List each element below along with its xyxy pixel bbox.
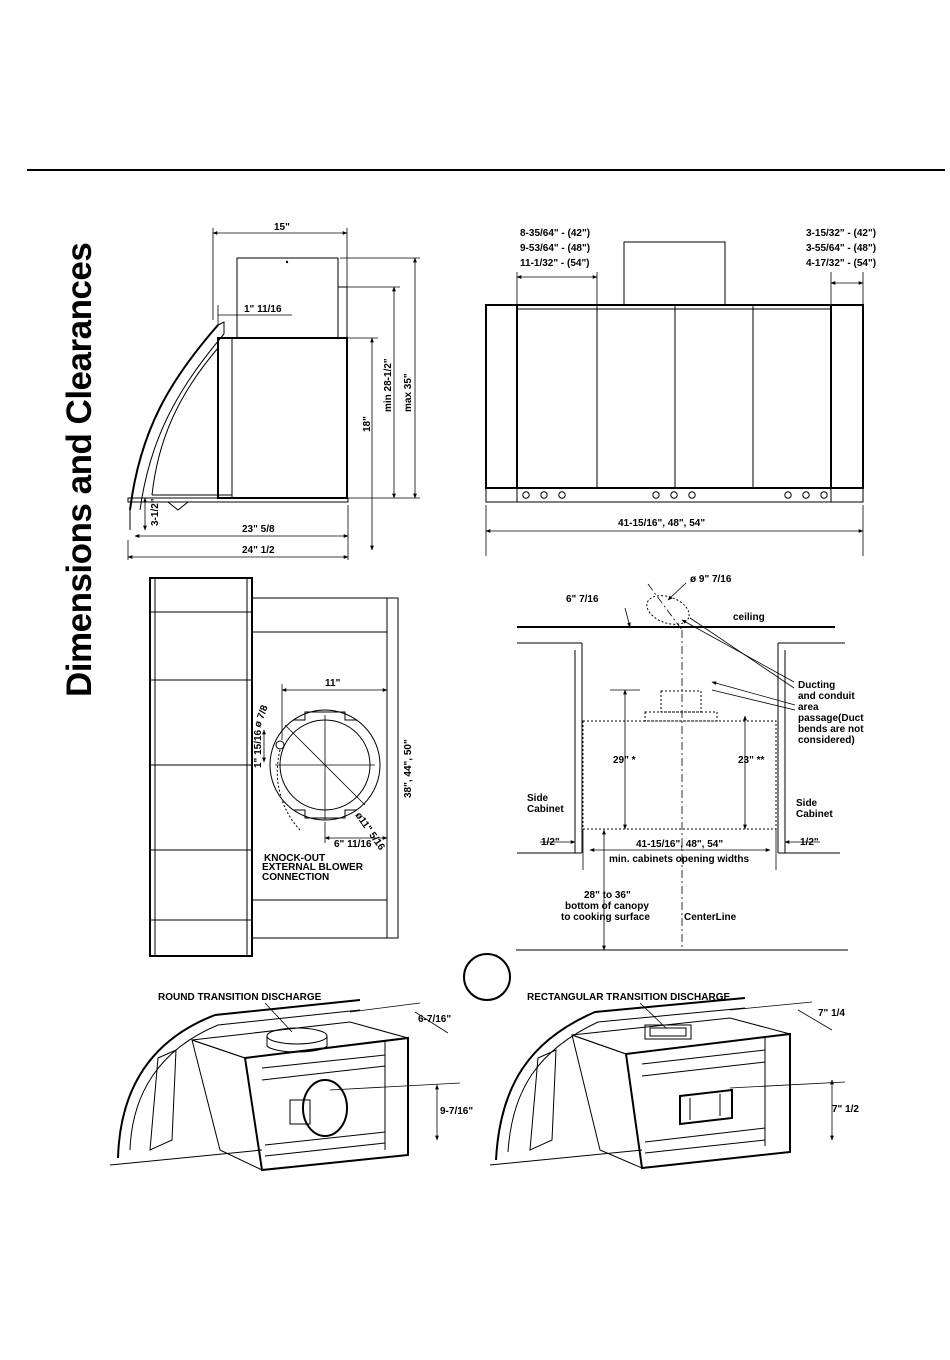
knockout-line-1: KNOCK-OUT bbox=[264, 853, 325, 864]
dim-round-side: 9-7/16" bbox=[440, 1106, 473, 1117]
dim-offset-6-11-16: 6" 11/16 bbox=[334, 839, 372, 850]
dim-blower-offset: 1" 11/16 bbox=[244, 304, 282, 315]
installation-drawing bbox=[516, 582, 848, 951]
round-discharge-label: ROUND TRANSITION DISCHARGE bbox=[158, 992, 322, 1003]
dim-left-offset-42: 8-35/64" - (42") bbox=[520, 228, 590, 239]
ducting-line-2: and conduit bbox=[798, 691, 855, 702]
page-number-badge bbox=[463, 953, 511, 1001]
dim-rect-side: 7" 1/2 bbox=[832, 1104, 859, 1115]
dim-depth-outer: 24" 1/2 bbox=[242, 545, 275, 556]
canopy-line-3: to cooking surface bbox=[561, 912, 650, 923]
dim-hood-height: 18" bbox=[362, 416, 373, 432]
front-view-drawing bbox=[485, 241, 864, 556]
dim-height-23: 23" ** bbox=[738, 755, 765, 766]
dim-duct-offset: 6" 7/16 bbox=[566, 594, 599, 605]
side-cabinet-right-1: Side bbox=[796, 798, 818, 809]
dim-side-width-top: 15" bbox=[274, 222, 290, 233]
ducting-line-6: considered) bbox=[798, 735, 855, 746]
dim-duct-diameter: ø 9" 7/16 bbox=[690, 574, 732, 585]
ducting-line-5: bends are not bbox=[798, 724, 864, 735]
side-cabinet-left-2: Cabinet bbox=[527, 804, 564, 815]
dim-lip-height: 3-1/2" bbox=[150, 498, 161, 526]
knockout-line-3: CONNECTION bbox=[262, 872, 329, 883]
dim-half-right: 1/2" bbox=[800, 837, 819, 848]
dim-left-offset-54: 11-1/32" - (54") bbox=[520, 258, 590, 269]
dim-top-widths: 38", 44", 50" bbox=[403, 739, 414, 798]
side-view-drawing bbox=[127, 228, 420, 560]
header-rule bbox=[27, 169, 945, 171]
dim-height-29: 29" * bbox=[613, 755, 636, 766]
dim-rect-top: 7" 1/4 bbox=[818, 1008, 845, 1019]
ducting-line-3: area bbox=[798, 702, 819, 713]
dim-install-widths: 41-15/16", 48", 54" bbox=[636, 839, 723, 850]
dim-right-offset-42: 3-15/32" - (42") bbox=[806, 228, 876, 239]
canopy-line-1: 28" to 36" bbox=[584, 890, 631, 901]
dim-right-offset-54: 4-17/32" - (54") bbox=[806, 258, 876, 269]
dim-right-offset-48: 3-55/64" - (48") bbox=[806, 243, 876, 254]
ducting-line-4: passage(Duct bbox=[798, 713, 864, 724]
rect-discharge-drawing bbox=[489, 997, 846, 1170]
dim-min-height: min 28-1/2" bbox=[383, 358, 394, 412]
dim-half-left: 1/2" bbox=[541, 837, 560, 848]
knockout-line-2: EXTERNAL BLOWER bbox=[262, 862, 364, 873]
rect-discharge-label: RECTANGULAR TRANSITION DISCHARGE bbox=[527, 992, 730, 1003]
label-centerline: CenterLine bbox=[684, 912, 737, 923]
dim-depth-inner: 23" 5/8 bbox=[242, 524, 275, 535]
ducting-line-1: Ducting bbox=[798, 680, 835, 691]
dim-round-top: 6-7/16" bbox=[418, 1014, 451, 1025]
dim-offset-1-15-16: 1" 15/16 bbox=[253, 729, 264, 768]
dim-front-overall-width: 41-15/16", 48", 54" bbox=[618, 518, 705, 529]
side-cabinet-right-2: Cabinet bbox=[796, 809, 833, 820]
dim-dia-small: ø 7/8 bbox=[252, 703, 270, 729]
dim-left-offset-48: 9-53/64" - (48") bbox=[520, 243, 590, 254]
side-cabinet-left-1: Side bbox=[527, 793, 549, 804]
label-min-opening: min. cabinets opening widths bbox=[609, 854, 749, 865]
round-discharge-drawing bbox=[109, 999, 461, 1172]
top-view-drawing bbox=[149, 577, 399, 957]
dim-top-width-11: 11" bbox=[325, 678, 341, 689]
canopy-line-2: bottom of canopy bbox=[565, 901, 649, 912]
dim-max-height: max 35" bbox=[403, 373, 414, 412]
label-ceiling: ceiling bbox=[733, 612, 765, 623]
